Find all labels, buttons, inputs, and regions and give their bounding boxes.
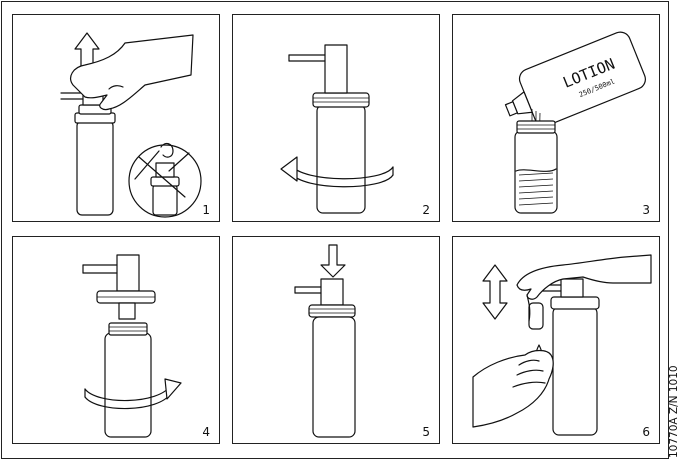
document-code: 10770A Z/N 1010 (668, 230, 680, 458)
step-number: 6 (642, 425, 650, 439)
bottle-body (316, 104, 366, 214)
pump-head (324, 44, 348, 94)
step-6-illustration (472, 254, 652, 436)
pump-head (116, 254, 140, 292)
step-panel-5: 5 (232, 236, 440, 444)
step-panel-2: 2 (232, 14, 440, 222)
pump-head (320, 278, 344, 306)
liquid-level (515, 168, 557, 172)
step-5-illustration (294, 244, 356, 438)
up-down-arrow-icon (482, 264, 508, 320)
rotate-arrow-icon (84, 384, 172, 402)
step-number: 5 (422, 425, 430, 439)
hand (516, 254, 652, 300)
step-number: 1 (202, 203, 210, 217)
step-number: 2 (422, 203, 430, 217)
step-1-illustration (60, 32, 202, 218)
step-2-illustration (280, 44, 394, 214)
step-number: 4 (202, 425, 210, 439)
step-4-illustration (82, 254, 182, 438)
pump-head (560, 278, 584, 298)
step-panel-1: 1 (12, 14, 220, 222)
cupped-hand (472, 349, 554, 428)
step-panel-6: 6 (452, 236, 660, 444)
hand (70, 34, 194, 111)
diagram-frame (1, 1, 669, 459)
bottle-body (76, 120, 114, 216)
down-arrow-icon (320, 244, 346, 278)
step-3-illustration: LOTION 250/500ml (504, 31, 646, 214)
bottle-body (104, 332, 152, 438)
step-panel-4: 4 (12, 236, 220, 444)
bottle-body (312, 316, 356, 438)
bottle-body (552, 306, 598, 436)
document-code-text: 10770A Z/N 1010 (668, 365, 680, 458)
step-panel-3: LOTION 250/500ml 3 (452, 14, 660, 222)
bottle-body (514, 130, 558, 214)
step-number: 3 (642, 203, 650, 217)
